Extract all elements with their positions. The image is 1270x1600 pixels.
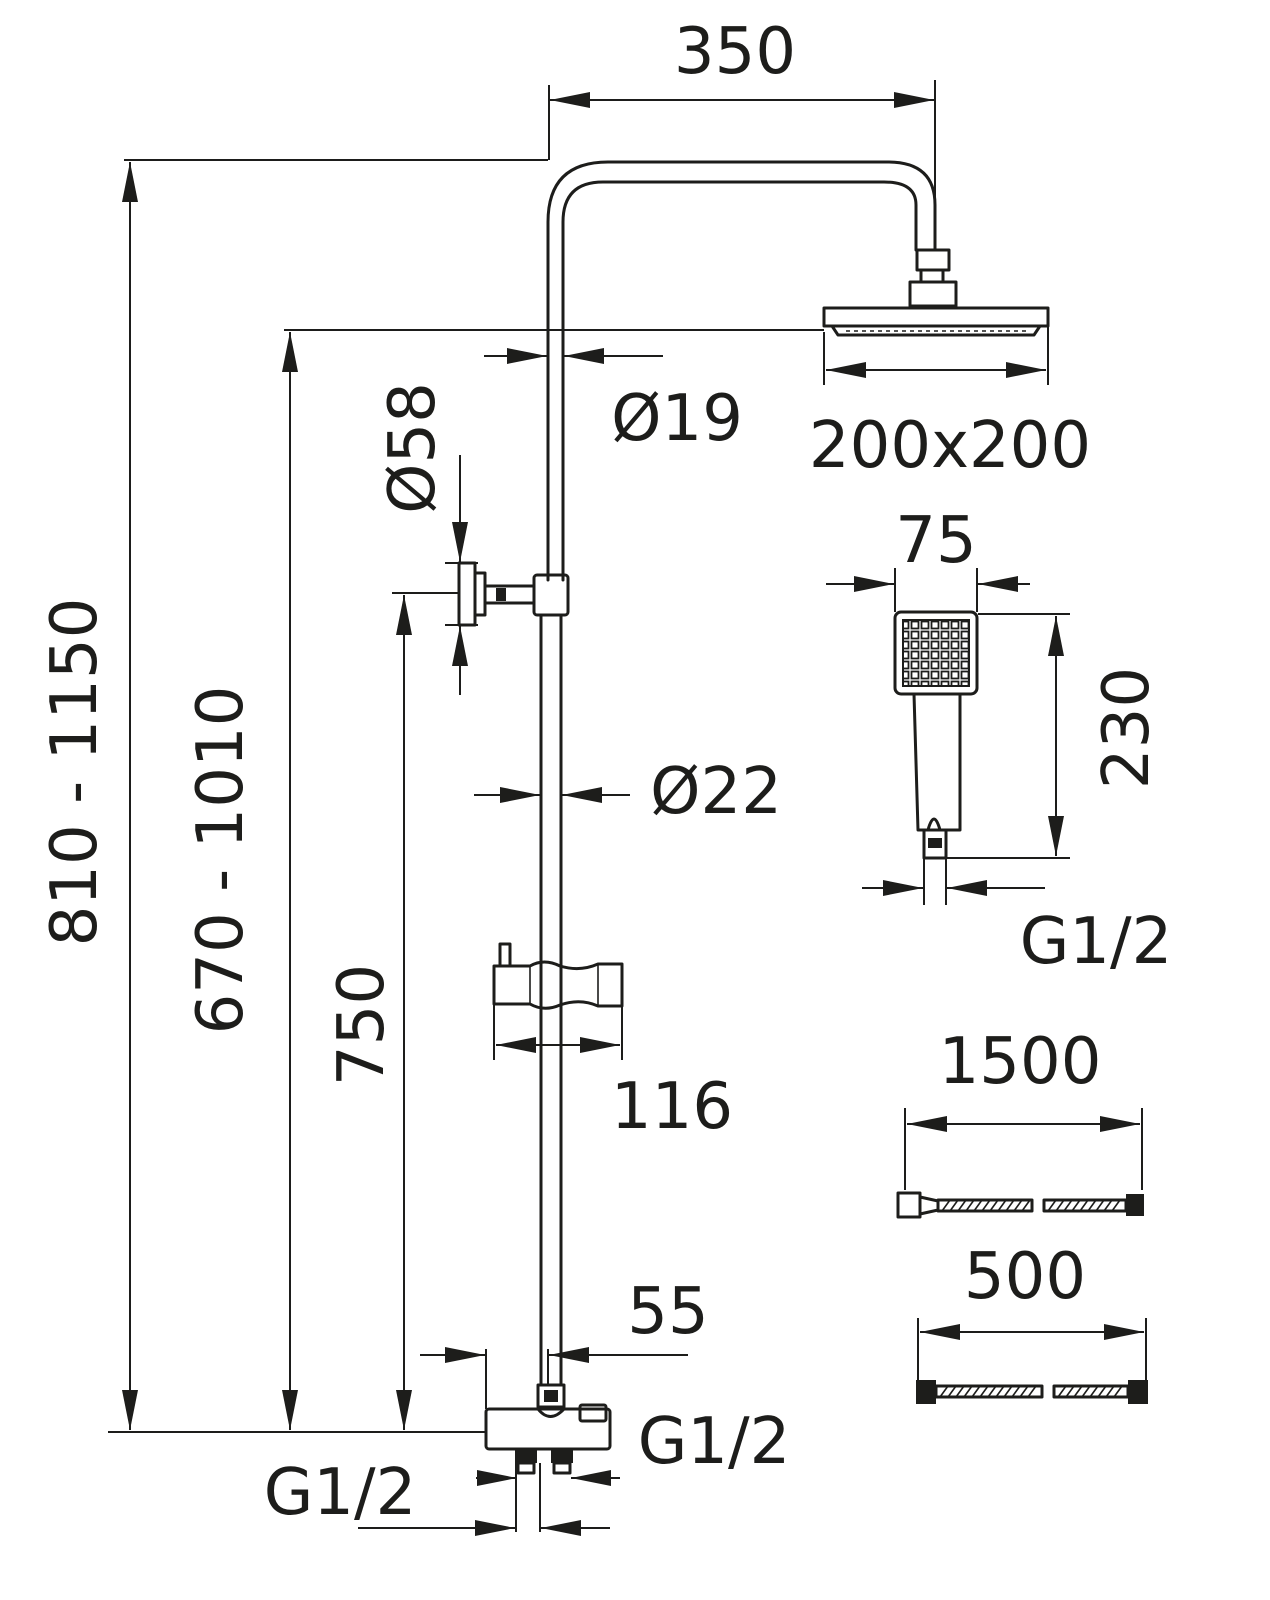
label-wall-bracket-diameter: Ø58 — [376, 382, 450, 514]
short-hose — [916, 1318, 1148, 1404]
label-mixer-depth: 55 — [627, 1275, 708, 1349]
label-lower-pipe-diameter: Ø22 — [650, 755, 782, 829]
label-holder-width: 116 — [611, 1070, 733, 1144]
column-dimensions — [108, 80, 1049, 1536]
label-inlet-thread-bottom: G1/2 — [264, 1456, 417, 1530]
label-long-hose-length: 1500 — [939, 1025, 1102, 1099]
shower-column — [457, 160, 1050, 1475]
label-head-height: 670 - 1010 — [184, 686, 258, 1035]
label-short-hose-length: 500 — [964, 1240, 1086, 1314]
label-outlet-thread-right: G1/2 — [638, 1405, 791, 1479]
label-hand-shower-width: 75 — [895, 504, 976, 578]
label-hand-shower-length: 230 — [1090, 667, 1164, 789]
long-hose — [896, 1108, 1144, 1219]
label-upper-pipe-diameter: Ø19 — [611, 382, 743, 456]
label-total-height: 810 - 1150 — [38, 598, 112, 947]
dimension-labels: 350 810 - 1150 670 - 1010 750 Ø58 Ø19 20… — [38, 15, 1172, 1530]
label-rail-length: 750 — [325, 964, 399, 1086]
label-hand-shower-thread: G1/2 — [1020, 905, 1173, 979]
hand-shower — [826, 568, 1070, 905]
label-overhead-arm-length: 350 — [674, 15, 796, 89]
label-shower-head-size: 200x200 — [809, 409, 1091, 483]
